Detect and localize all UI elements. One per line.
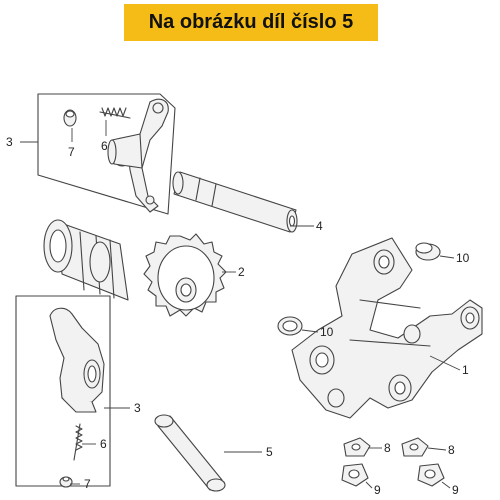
callout-2: 2 <box>238 265 245 279</box>
camshaft <box>43 219 129 301</box>
upper-rocker-shaft <box>172 171 298 233</box>
callout-7-lower: 7 <box>84 477 91 491</box>
washer-left <box>343 437 371 457</box>
lower-pin <box>59 476 73 488</box>
callout-1: 1 <box>462 363 469 377</box>
callout-3-lower: 3 <box>134 401 141 415</box>
lower-rocker-arm <box>49 307 105 413</box>
callout-6-upper: 6 <box>101 139 108 153</box>
lower-rocker-shaft <box>154 414 226 492</box>
title-text: Na obrázku díl číslo 5 <box>148 11 354 33</box>
cam-sprocket <box>143 233 227 317</box>
title-banner: Na obrázku díl číslo 5 <box>124 4 378 41</box>
upper-rocker-group <box>37 93 176 215</box>
lower-rocker-group <box>15 295 111 488</box>
callout-10-left: 10 <box>320 325 334 339</box>
upper-spring <box>99 107 131 119</box>
callout-10-upper: 10 <box>456 251 470 265</box>
dowel-upper <box>415 242 441 261</box>
upper-rocker-arm <box>107 98 169 213</box>
washer-right <box>401 437 429 457</box>
callout-6-lower: 6 <box>100 437 107 451</box>
callout-5: 5 <box>266 445 273 459</box>
nut-right <box>417 463 445 487</box>
callout-7-upper: 7 <box>68 145 75 159</box>
callout-4: 4 <box>316 219 323 233</box>
callout-8-right: 8 <box>448 443 455 457</box>
callout-9-left: 9 <box>374 483 381 497</box>
cylinder-head-bracket <box>291 237 483 419</box>
upper-group-frame <box>37 93 176 215</box>
callout-3-upper: 3 <box>6 135 13 149</box>
dowel-left <box>277 316 303 336</box>
upper-pin <box>63 109 77 127</box>
callout-9-right: 9 <box>452 483 459 497</box>
callout-8-left: 8 <box>384 441 391 455</box>
nut-left <box>341 463 369 487</box>
lower-spring <box>73 423 83 461</box>
